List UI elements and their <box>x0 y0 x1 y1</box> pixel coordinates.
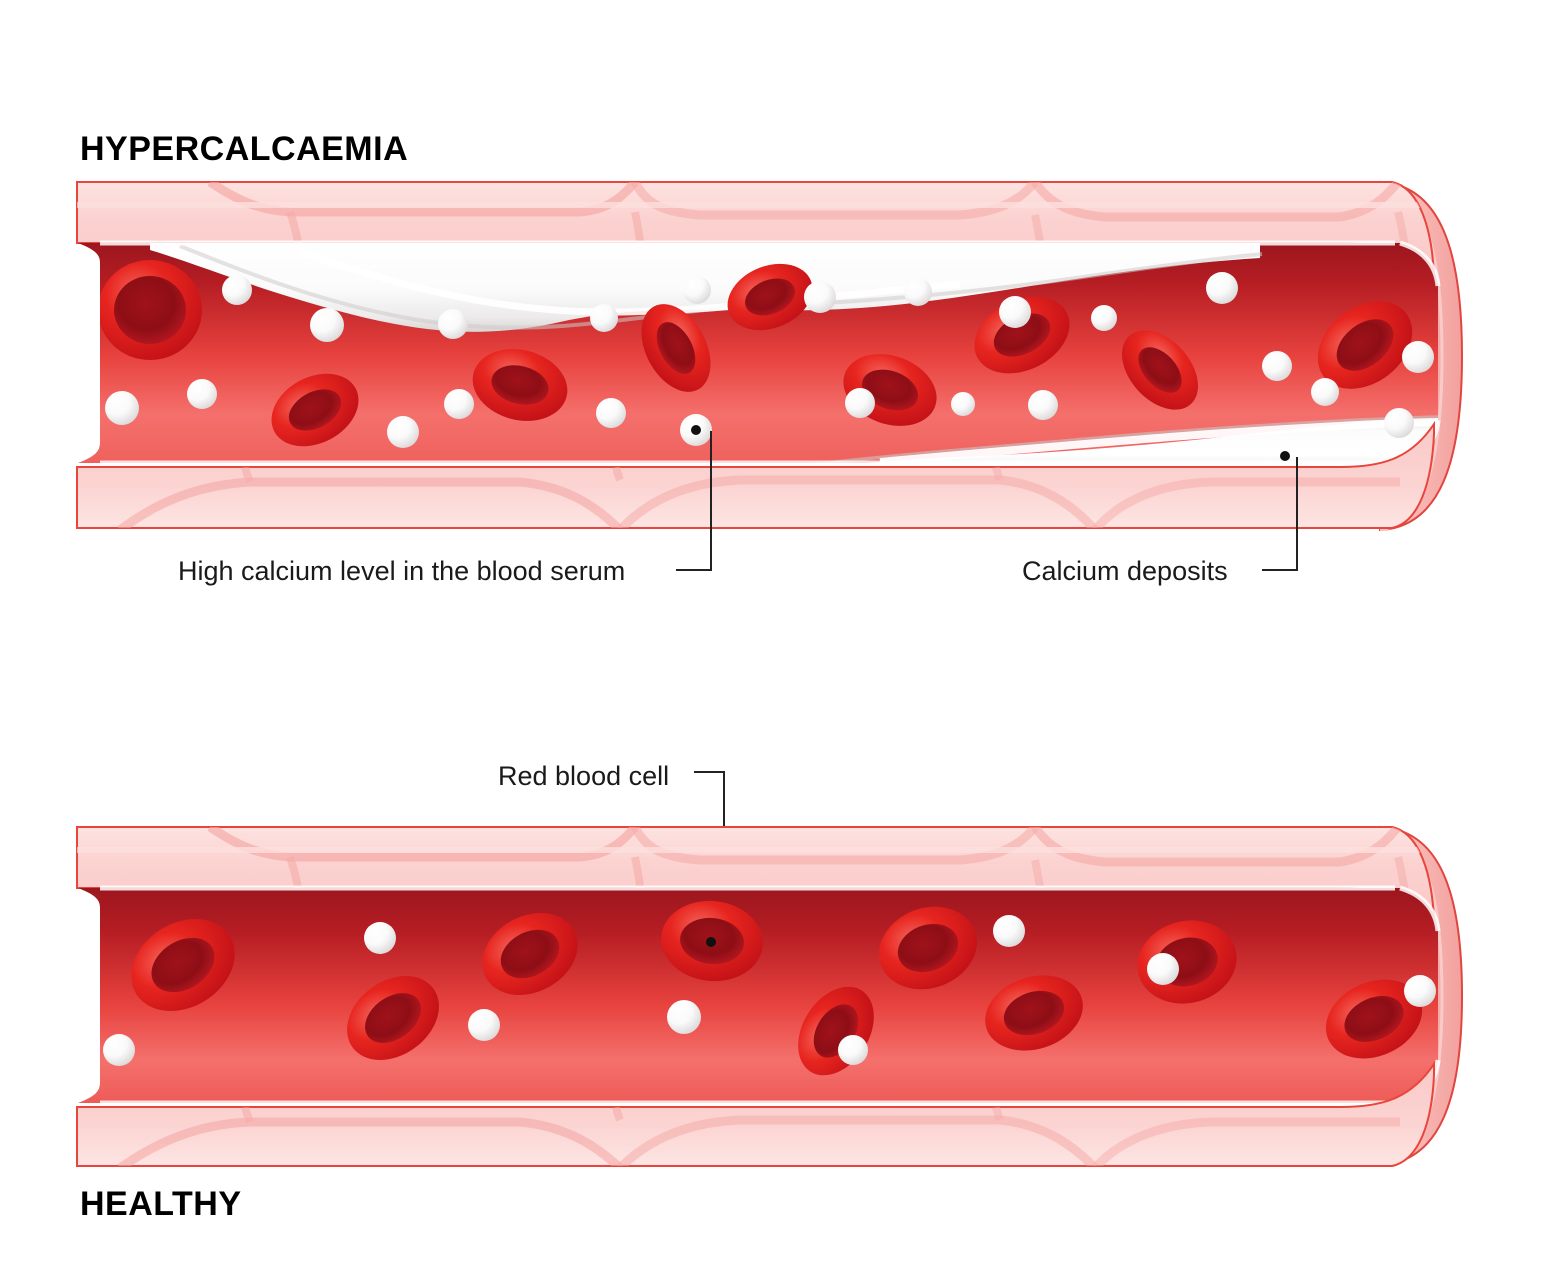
calcium-plaque-top-sheen <box>298 248 961 316</box>
leader-dot-high-calcium-level <box>691 425 701 435</box>
vessel-wall-lower <box>76 420 1435 529</box>
leader-dot-calcium-deposits <box>1280 451 1290 461</box>
vessel-wall-lower-healthy <box>76 1060 1435 1167</box>
vessel-healthy <box>76 825 1464 1167</box>
leader-line-calcium-deposits <box>1262 457 1298 571</box>
calcium-particle-group-healthy <box>103 915 1436 1066</box>
leader-dot-red-blood-cell <box>706 937 716 947</box>
annotation-red-blood-cell: Red blood cell <box>498 761 725 941</box>
annotation-calcium-deposits: Calcium deposits <box>1022 451 1298 586</box>
panel-title-hypercalcaemia: HYPERCALCAEMIA <box>80 130 408 168</box>
lumen-contents-healthy <box>103 900 1436 1076</box>
panel-title-healthy: HEALTHY <box>80 1185 242 1223</box>
blood-lumen-healthy <box>78 888 1438 1103</box>
panel-hypercalcaemia: HYPERCALCAEMIA <box>76 130 1464 586</box>
calcium-plaque-bottom-sheen <box>879 418 1438 463</box>
leader-line-high-calcium-level <box>676 431 712 571</box>
panel-healthy: Red blood cell <box>76 761 1464 1223</box>
red-blood-cell-group-hypercalcaemia <box>98 260 1413 447</box>
annotation-high-calcium-level: High calcium level in the blood serum <box>178 425 712 586</box>
annotation-label-calcium-deposits: Calcium deposits <box>1022 556 1228 586</box>
vessel-hypercalcaemia <box>76 180 1464 532</box>
calcium-particle-group-hypercalcaemia <box>105 272 1434 448</box>
annotation-label-red-blood-cell: Red blood cell <box>498 761 669 791</box>
annotation-label-high-calcium-level: High calcium level in the blood serum <box>178 556 625 586</box>
lumen-contents-hypercalcaemia <box>98 243 1438 463</box>
calcium-plaque-bottom-edge <box>799 415 1438 463</box>
